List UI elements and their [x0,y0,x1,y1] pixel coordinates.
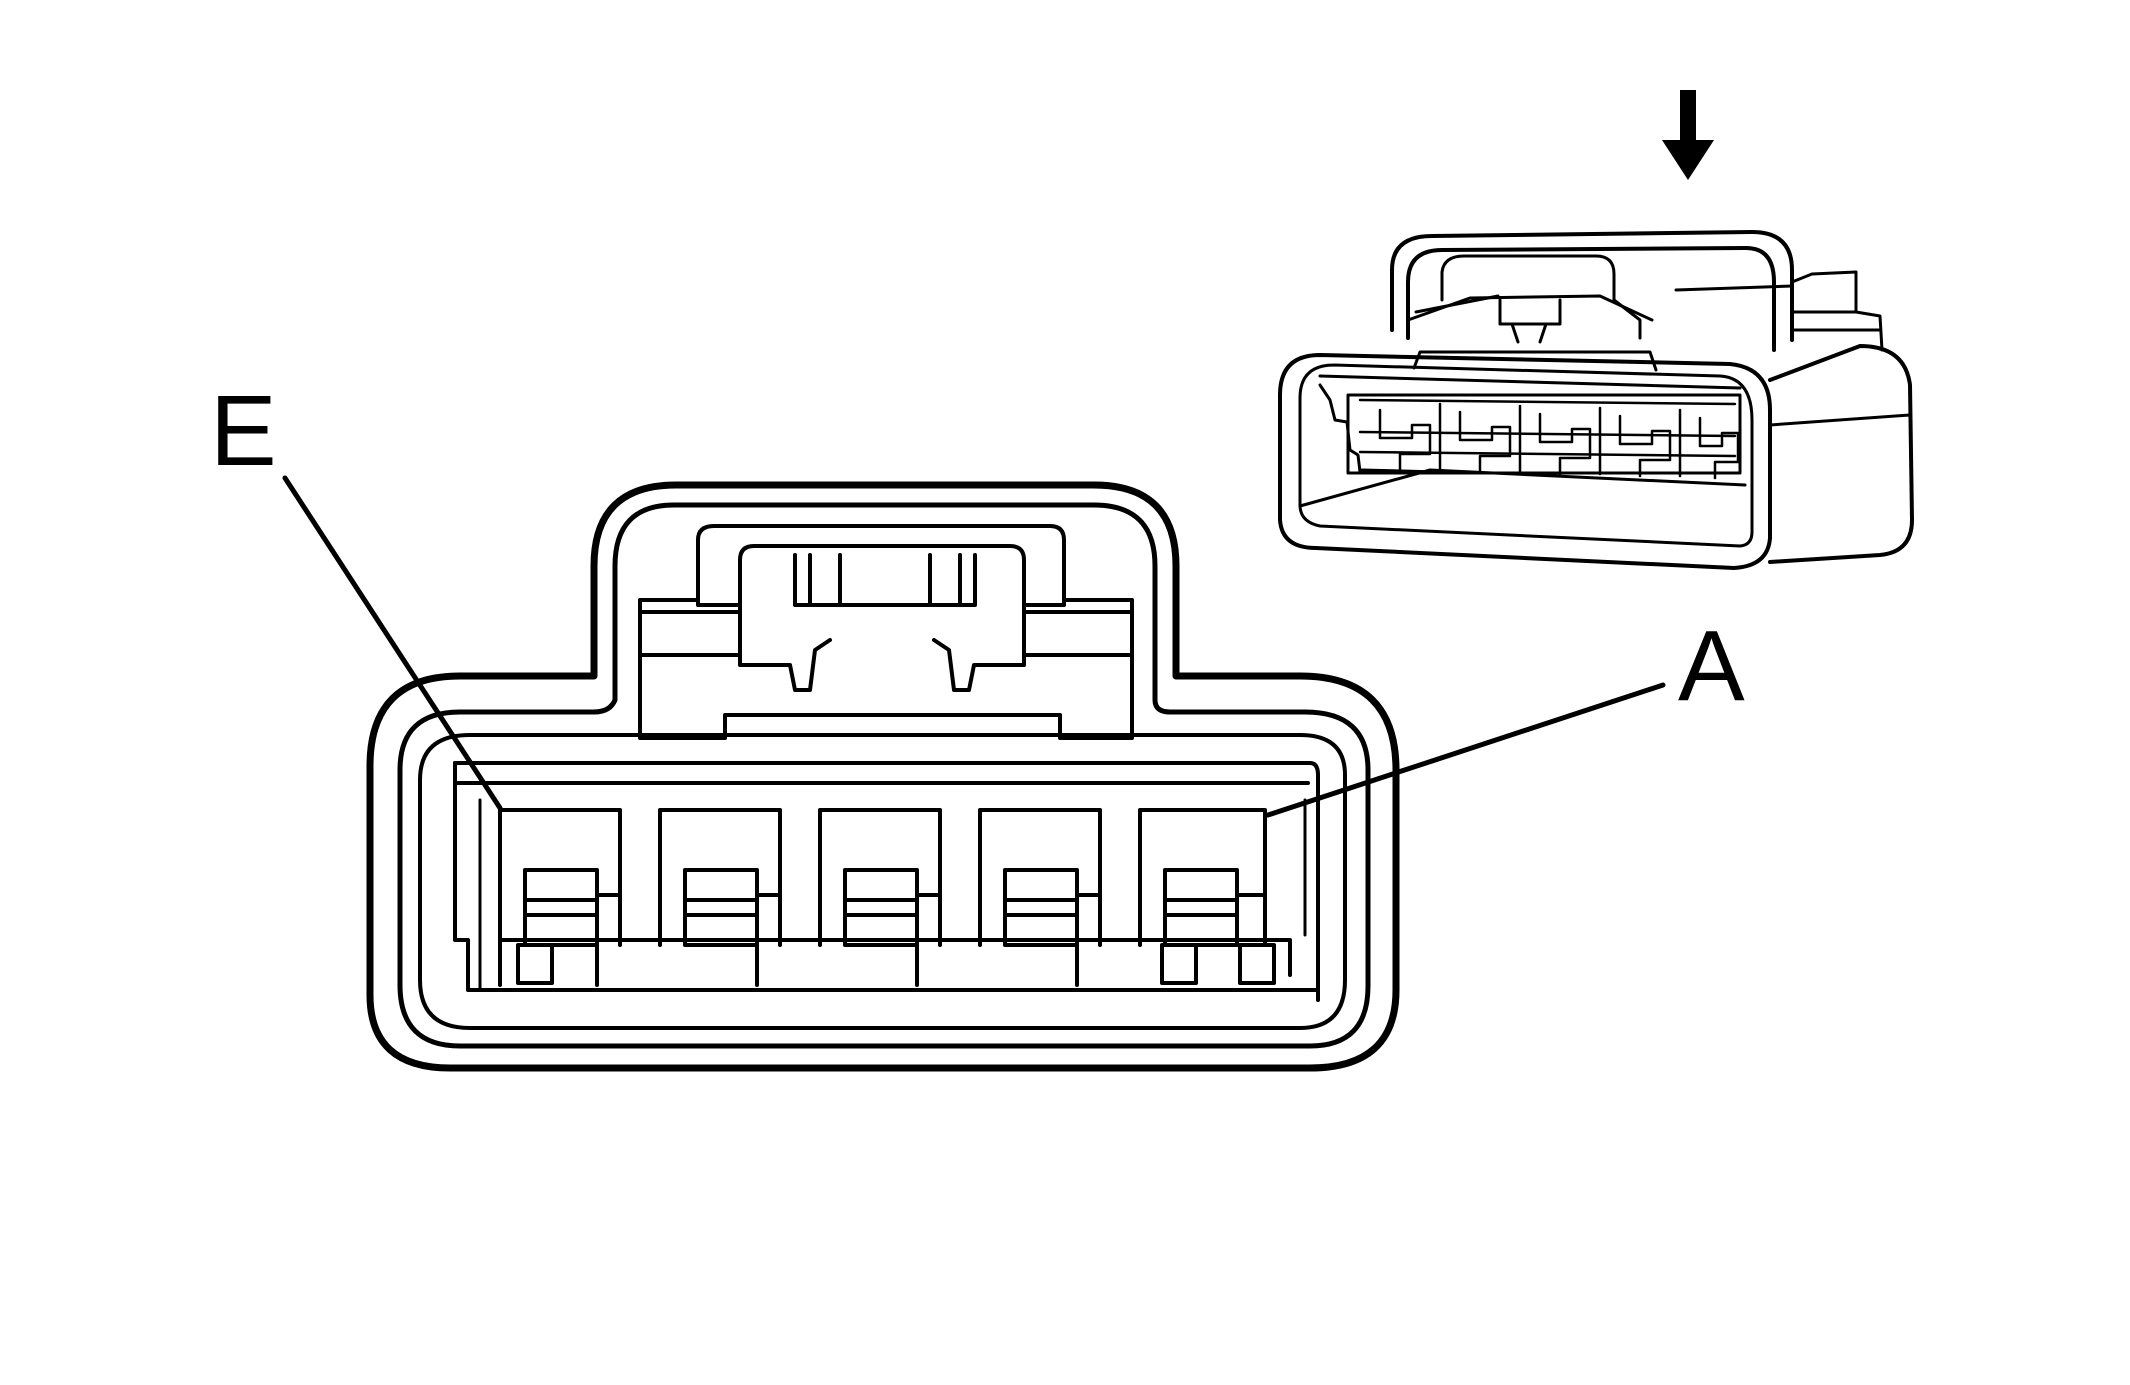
pin-cavity [948,808,1112,987]
pin-label-e: E [210,375,277,487]
pin-cavity [1108,808,1292,985]
arrow-down-icon [1662,90,1714,180]
leader-line-a [1265,682,1666,818]
iso-pin-slots [1378,402,1740,480]
front-pin-cavities [498,808,1292,987]
pin-callouts: E A [210,375,1745,818]
pin-label-a: A [1678,610,1745,722]
pin-cavity [498,808,632,987]
pin-cavity [788,808,952,987]
leader-line-e [282,475,503,811]
connector-front-view [366,481,1400,1072]
pin-cavity [628,808,792,987]
connector-iso-view [1278,90,1914,570]
